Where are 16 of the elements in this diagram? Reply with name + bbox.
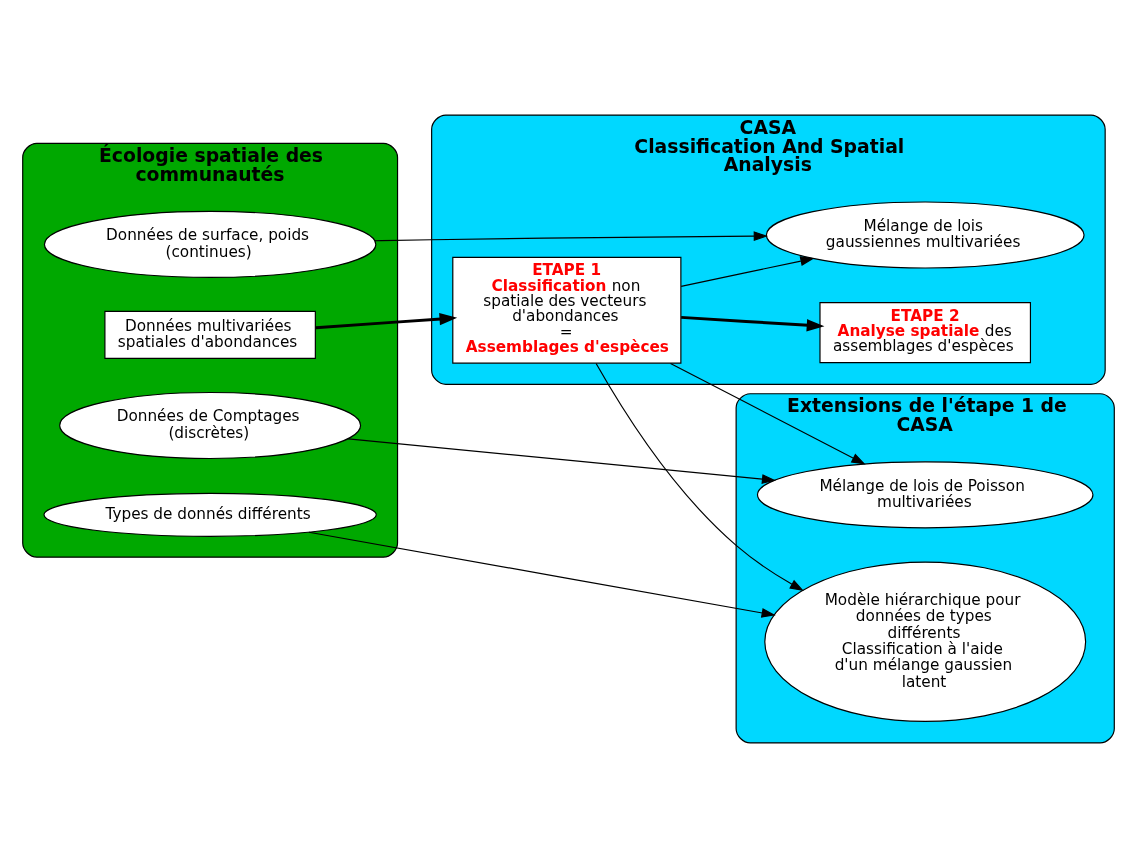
- node-box: Données multivariées spatiales d'abondances: [104, 310, 316, 360]
- node-ellipse: Données de surface, poids (continues): [43, 210, 377, 278]
- arrow: [680, 256, 815, 287]
- arrow: [308, 531, 776, 618]
- arrow: [374, 231, 768, 242]
- arrow: [681, 315, 825, 332]
- node-ellipse: Types de donnés différents: [43, 492, 377, 537]
- node-ellipse: Modèle hiérarchique pour données de types différents Classification à l'aide d'un mélange gaussien latent: [764, 561, 1087, 723]
- node-box: ETAPE 2 Analyse spatiale des assemblages d'espèces: [819, 302, 1031, 364]
- arrow: [595, 362, 804, 592]
- node-box: ETAPE 1 Classification non spatiale des vecteurs d'abondances = Assemblages d'espèces: [452, 256, 682, 364]
- arrow: [347, 438, 776, 484]
- arrow: [315, 312, 458, 330]
- arrow: [669, 362, 866, 465]
- node-ellipse: Données de Comptages (discrètes): [59, 391, 362, 460]
- node-ellipse: Mélange de lois de Poisson multivariées: [756, 461, 1094, 529]
